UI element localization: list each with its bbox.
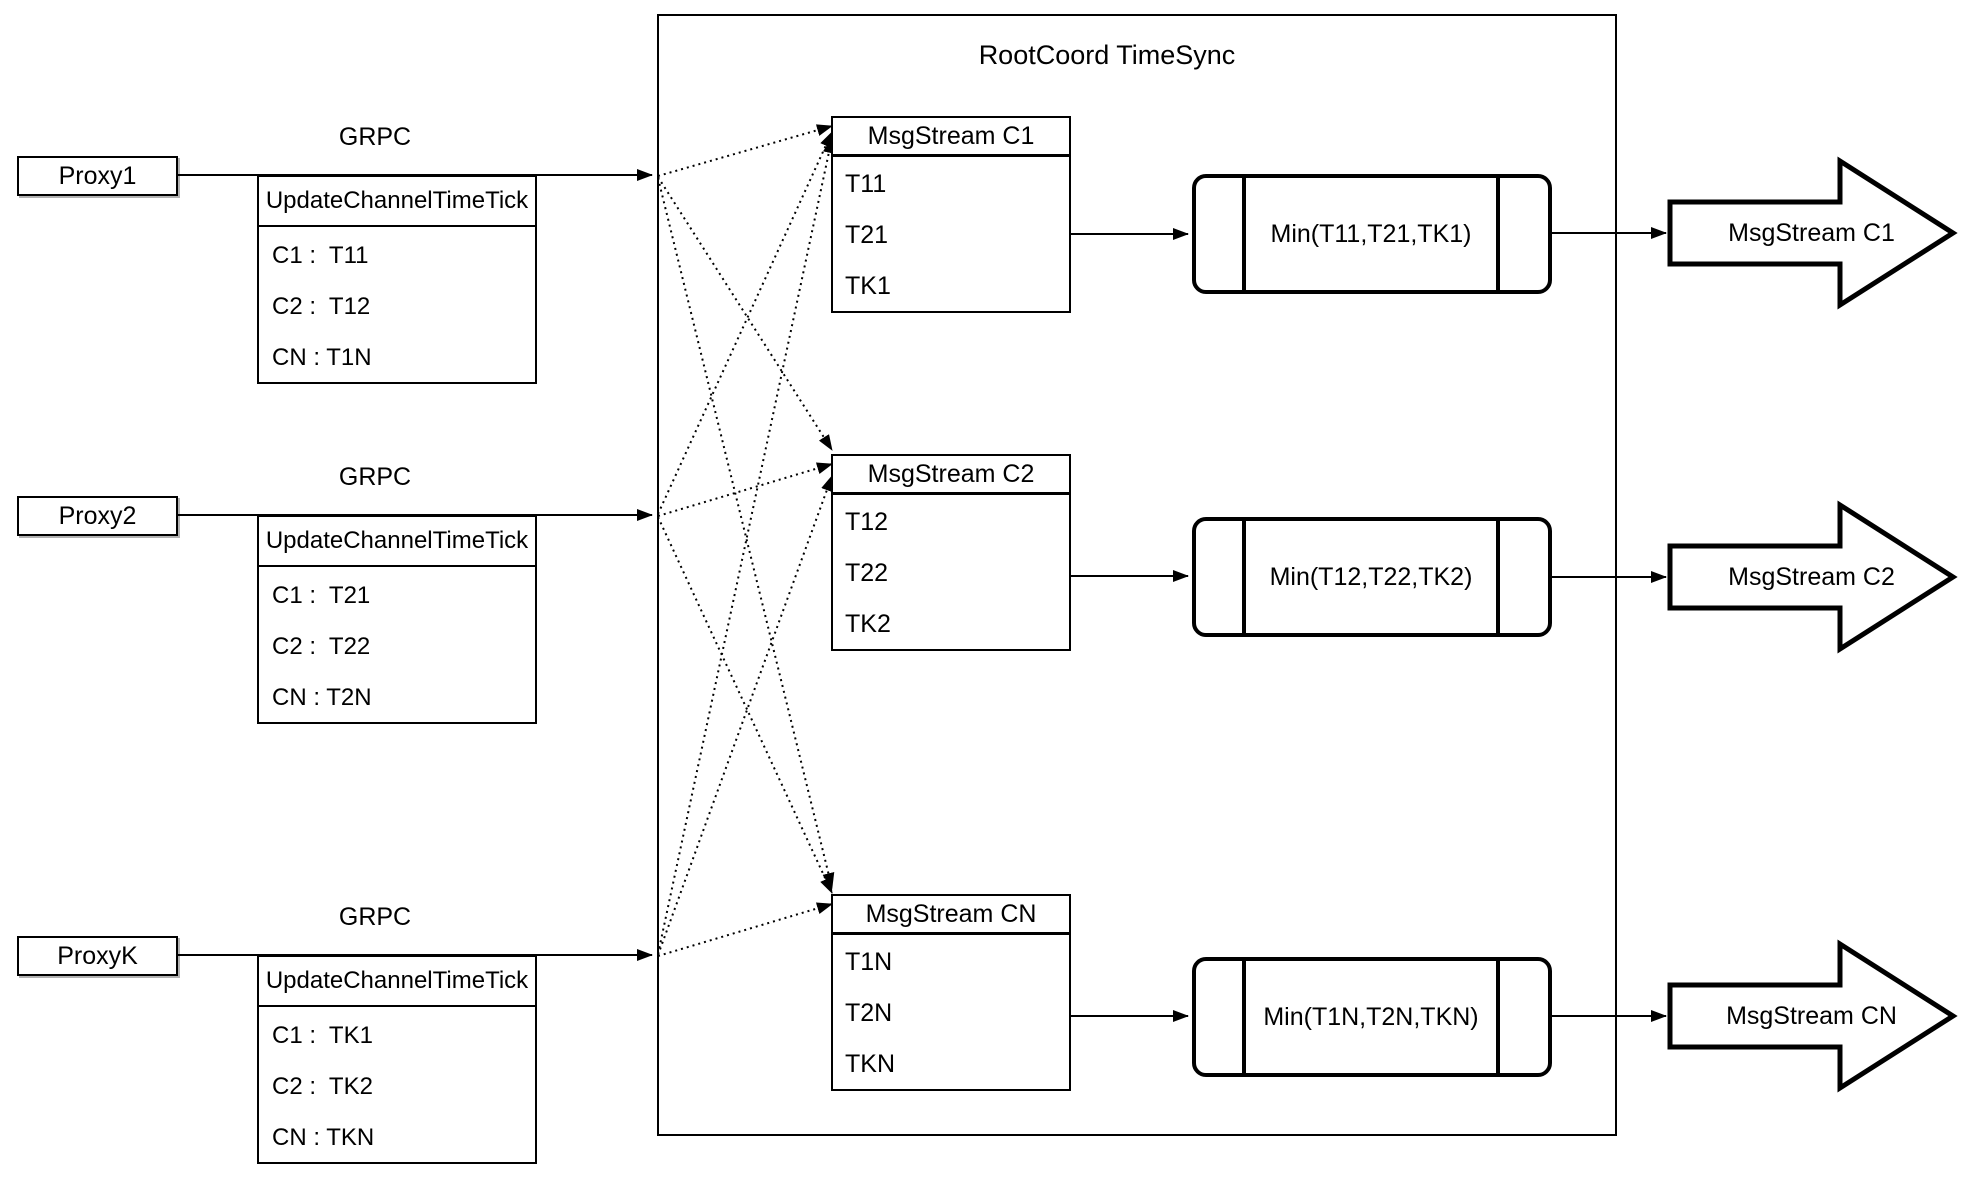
- table-row: T22: [845, 559, 889, 587]
- table-header: MsgStream CN: [833, 896, 1069, 935]
- table-row: CN : T1N: [272, 343, 372, 371]
- dotted-fanout-arrows: [657, 124, 835, 957]
- table-row: C1 : T11: [272, 241, 369, 269]
- grpc-label: GRPC: [338, 903, 412, 931]
- divider: [1496, 961, 1500, 1073]
- table-row: C2 : T22: [272, 632, 371, 660]
- proxyk-box: ProxyK: [17, 936, 178, 976]
- table-body: T12 T22 TK2: [833, 495, 1069, 650]
- divider: [1242, 521, 1246, 633]
- min-label: Min(T1N,T2N,TKN): [1263, 1002, 1479, 1031]
- divider: [1496, 178, 1500, 290]
- table-row: T1N: [845, 948, 893, 976]
- table-row: T2N: [845, 999, 893, 1027]
- out-arrow-label-c2: MsgStream C2: [1728, 562, 1895, 591]
- grpc-label: GRPC: [338, 463, 412, 491]
- table-header: UpdateChannelTimeTick: [259, 177, 535, 227]
- block-arrow-msgstream-c1: [1667, 156, 1958, 310]
- block-arrow-msgstream-c2: [1667, 500, 1958, 654]
- msgstream-c1-table: MsgStream C1 T11 T21 TK1: [831, 116, 1071, 313]
- update-channel-timetick-table-3: UpdateChannelTimeTick C1 : TK1 C2 : TK2 …: [257, 955, 537, 1164]
- min-node-c2: Min(T12,T22,TK2): [1192, 517, 1552, 637]
- table-row: C2 : TK2: [272, 1072, 373, 1100]
- msgstream-c2-table: MsgStream C2 T12 T22 TK2: [831, 454, 1071, 651]
- rootcoord-title: RootCoord TimeSync: [978, 40, 1236, 70]
- table-row: T11: [845, 170, 887, 198]
- divider: [1496, 521, 1500, 633]
- min-label: Min(T11,T21,TK1): [1270, 219, 1472, 248]
- msgstream-cn-table: MsgStream CN T1N T2N TKN: [831, 894, 1071, 1091]
- table-row: C1 : T21: [272, 581, 371, 609]
- divider: [1242, 178, 1246, 290]
- table-row: T21: [845, 221, 889, 249]
- min-label: Min(T12,T22,TK2): [1269, 562, 1473, 591]
- table-row: C2 : T12: [272, 292, 371, 320]
- proxy1-box: Proxy1: [17, 156, 178, 196]
- table-row: T12: [845, 508, 889, 536]
- min-node-cn: Min(T1N,T2N,TKN): [1192, 957, 1552, 1077]
- update-channel-timetick-table-2: UpdateChannelTimeTick C1 : T21 C2 : T22 …: [257, 515, 537, 724]
- table-header: UpdateChannelTimeTick: [259, 957, 535, 1007]
- table-header: MsgStream C1: [833, 118, 1069, 157]
- divider: [1242, 961, 1246, 1073]
- block-arrow-msgstream-cn: [1667, 939, 1958, 1093]
- table-header: UpdateChannelTimeTick: [259, 517, 535, 567]
- rootcoord-container: [657, 14, 1617, 1136]
- table-row: C1 : TK1: [272, 1021, 373, 1049]
- proxy2-box: Proxy2: [17, 496, 178, 536]
- table-body: T1N T2N TKN: [833, 935, 1069, 1090]
- table-body: C1 : T21 C2 : T22 CN : T2N: [259, 567, 535, 723]
- update-channel-timetick-table-1: UpdateChannelTimeTick C1 : T11 C2 : T12 …: [257, 175, 537, 384]
- table-header: MsgStream C2: [833, 456, 1069, 495]
- table-row: CN : TKN: [272, 1123, 375, 1151]
- grpc-label: GRPC: [338, 123, 412, 151]
- out-arrow-label-cn: MsgStream CN: [1726, 1001, 1897, 1030]
- table-body: C1 : TK1 C2 : TK2 CN : TKN: [259, 1007, 535, 1163]
- table-row: TK1: [845, 272, 891, 300]
- table-row: CN : T2N: [272, 683, 372, 711]
- min-node-c1: Min(T11,T21,TK1): [1192, 174, 1552, 294]
- table-row: TK2: [845, 610, 891, 638]
- table-body: T11 T21 TK1: [833, 157, 1069, 312]
- out-arrow-label-c1: MsgStream C1: [1728, 218, 1895, 247]
- table-row: TKN: [845, 1050, 895, 1078]
- table-body: C1 : T11 C2 : T12 CN : T1N: [259, 227, 535, 383]
